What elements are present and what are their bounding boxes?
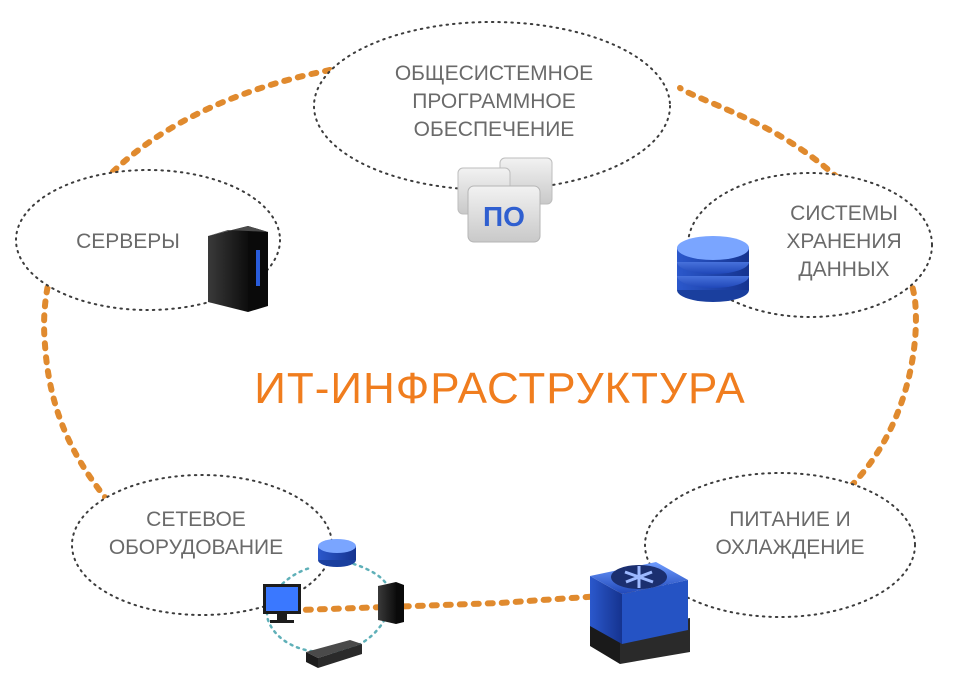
software-label-line-2: ПРОГРАММНОЕ: [412, 90, 575, 113]
network-label-line-1: СЕТЕВОЕ: [146, 508, 246, 531]
network-database-icon: [318, 539, 356, 567]
small-server-icon: [378, 582, 404, 624]
power-label-line-1: ПИТАНИЕ И: [729, 508, 851, 531]
network-devices-icon: [263, 539, 404, 668]
software-boxes-icon: ПО: [457, 157, 553, 243]
network-label-line-2: ОБОРУДОВАНИЕ: [109, 536, 283, 559]
monitor-icon: [263, 584, 301, 623]
diagram-title: ИТ-ИНФРАСТРУКТУРА: [254, 364, 746, 413]
software-label-line-3: ОБЕСПЕЧЕНИЕ: [414, 118, 575, 141]
storage-label-line-1: СИСТЕМЫ: [790, 202, 898, 225]
power-label-line-2: ОХЛАЖДЕНИЕ: [715, 536, 864, 559]
server-tower-icon: [208, 226, 268, 312]
servers-label: СЕРВЕРЫ: [76, 230, 180, 253]
software-icon-text: ПО: [483, 201, 525, 232]
cooling-unit-icon: [590, 562, 690, 664]
software-label-line-1: ОБЩЕСИСТЕМНОЕ: [395, 62, 593, 85]
storage-label-line-2: ХРАНЕНИЯ: [786, 230, 901, 253]
network-switch-icon: [306, 640, 362, 668]
database-stack-icon: [677, 236, 749, 302]
storage-label-line-3: ДАННЫХ: [798, 258, 889, 281]
bubble-software: [313, 21, 671, 191]
bubble-power: [644, 472, 916, 618]
